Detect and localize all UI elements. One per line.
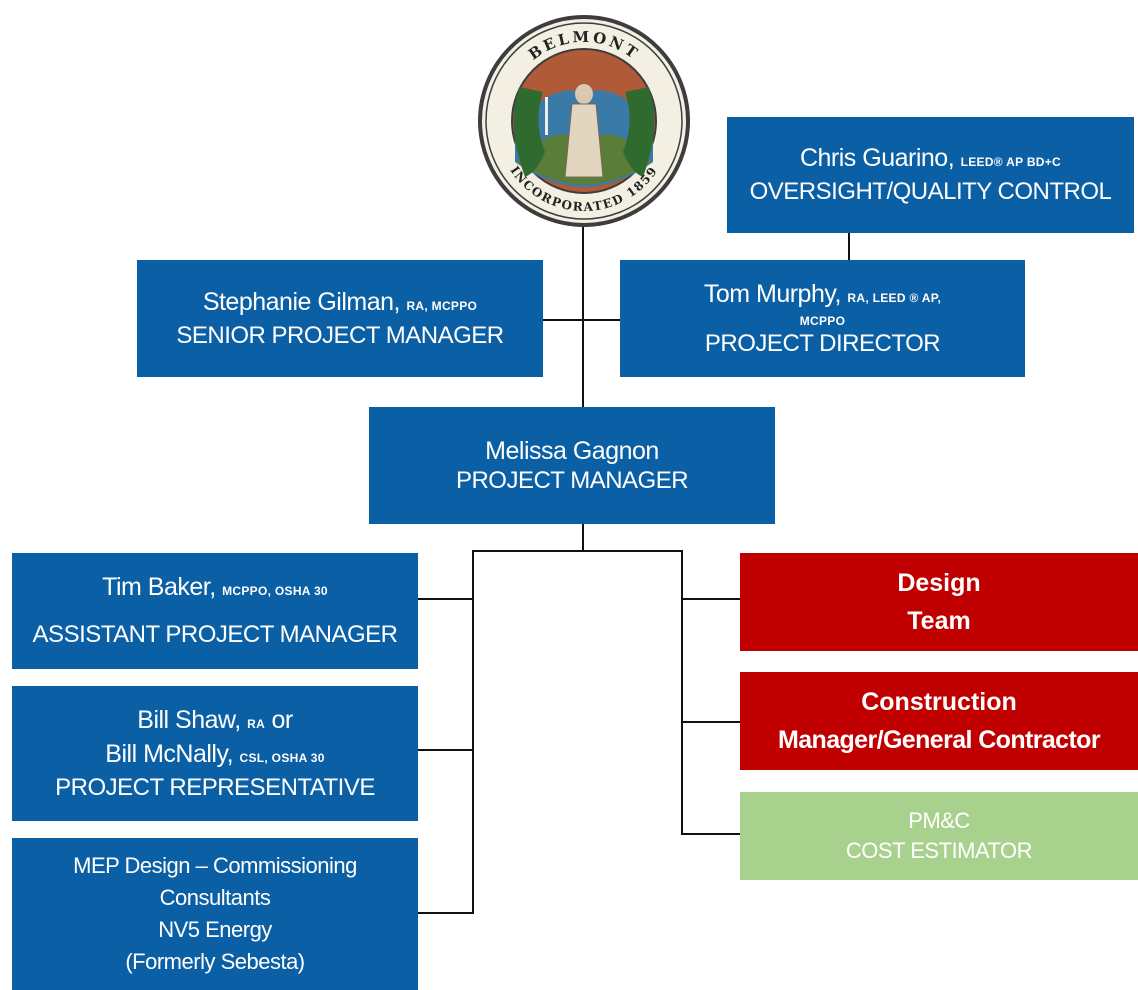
- left-branch-mep: [418, 912, 474, 914]
- oversight-box: Chris Guarino, LEED® AP BD+C OVERSIGHT/Q…: [727, 117, 1134, 233]
- rep-credentials-2: CSL, OSHA 30: [239, 750, 325, 765]
- left-branch-vertical: [472, 550, 474, 914]
- split-horizontal-line: [472, 550, 683, 552]
- design-team-line-1: Design: [897, 569, 981, 597]
- connector-senior-pm: [543, 319, 620, 321]
- senior-pm-role: SENIOR PROJECT MANAGER: [176, 321, 504, 349]
- design-team-line-2: Team: [907, 607, 971, 635]
- senior-pm-box: Stephanie Gilman, RA, MCPPO SENIOR PROJE…: [137, 260, 543, 377]
- director-name: Tom Murphy,: [703, 279, 842, 308]
- project-director-box: Tom Murphy, RA, LEED ® AP, MCPPO PROJECT…: [620, 260, 1025, 377]
- estimator-line-2: COST ESTIMATOR: [845, 838, 1033, 863]
- mep-consultants-box: MEP Design – Commissioning Consultants N…: [12, 838, 418, 990]
- oversight-role: OVERSIGHT/QUALITY CONTROL: [749, 178, 1112, 205]
- oversight-credentials: LEED® AP BD+C: [960, 155, 1062, 169]
- estimator-line-1: PM&C: [908, 808, 970, 833]
- cm-line-1: Construction: [861, 688, 1017, 716]
- rep-role: PROJECT REPRESENTATIVE: [55, 773, 375, 801]
- senior-pm-name: Stephanie Gilman,: [202, 287, 401, 316]
- oversight-name: Chris Guarino,: [799, 144, 955, 172]
- senior-pm-credentials: RA, MCPPO: [406, 298, 478, 313]
- project-representative-box: Bill Shaw, RA or Bill McNally, CSL, OSHA…: [12, 686, 418, 821]
- rep-name-2: Bill McNally,: [105, 739, 234, 768]
- pm-name: Melissa Gagnon: [485, 436, 659, 465]
- apm-name: Tim Baker,: [102, 573, 216, 601]
- right-branch-vertical: [681, 550, 683, 835]
- mep-line-4: (Formerly Sebesta): [125, 949, 305, 974]
- pm-role: PROJECT MANAGER: [455, 466, 689, 494]
- connector-oversight: [848, 233, 850, 261]
- trunk-line-seal-to-pm: [582, 215, 584, 408]
- rep-name-1: Bill Shaw,: [137, 705, 241, 734]
- assistant-pm-box: Tim Baker, MCPPO, OSHA 30 ASSISTANT PROJ…: [12, 553, 418, 669]
- belmont-town-seal: BELMONT INCORPORATED 1859: [478, 15, 690, 227]
- right-branch-design: [681, 598, 741, 600]
- rep-or: or: [271, 705, 294, 734]
- design-team-box: Design Team: [740, 553, 1138, 651]
- director-credentials: RA, LEED ® AP,: [847, 290, 942, 305]
- apm-credentials: MCPPO, OSHA 30: [222, 584, 328, 598]
- left-branch-apm: [418, 598, 474, 600]
- right-branch-cm: [681, 721, 741, 723]
- rep-credentials-1: RA: [247, 716, 266, 731]
- mep-line-3: NV5 Energy: [158, 917, 272, 942]
- mep-line-1: MEP Design – Commissioning: [73, 853, 357, 878]
- trunk-line-pm-down: [582, 524, 584, 552]
- left-branch-rep: [418, 749, 474, 751]
- apm-role: ASSISTANT PROJECT MANAGER: [32, 621, 398, 648]
- right-branch-estimator: [681, 833, 741, 835]
- project-manager-box: Melissa Gagnon PROJECT MANAGER: [369, 407, 775, 524]
- construction-manager-box: Construction Manager/General Contractor: [740, 672, 1138, 770]
- director-role: PROJECT DIRECTOR: [704, 329, 941, 357]
- cm-line-2: Manager/General Contractor: [778, 726, 1101, 754]
- director-credentials-line2: MCPPO: [799, 313, 846, 328]
- cost-estimator-box: PM&C COST ESTIMATOR: [740, 792, 1138, 880]
- mep-line-2: Consultants: [159, 885, 271, 910]
